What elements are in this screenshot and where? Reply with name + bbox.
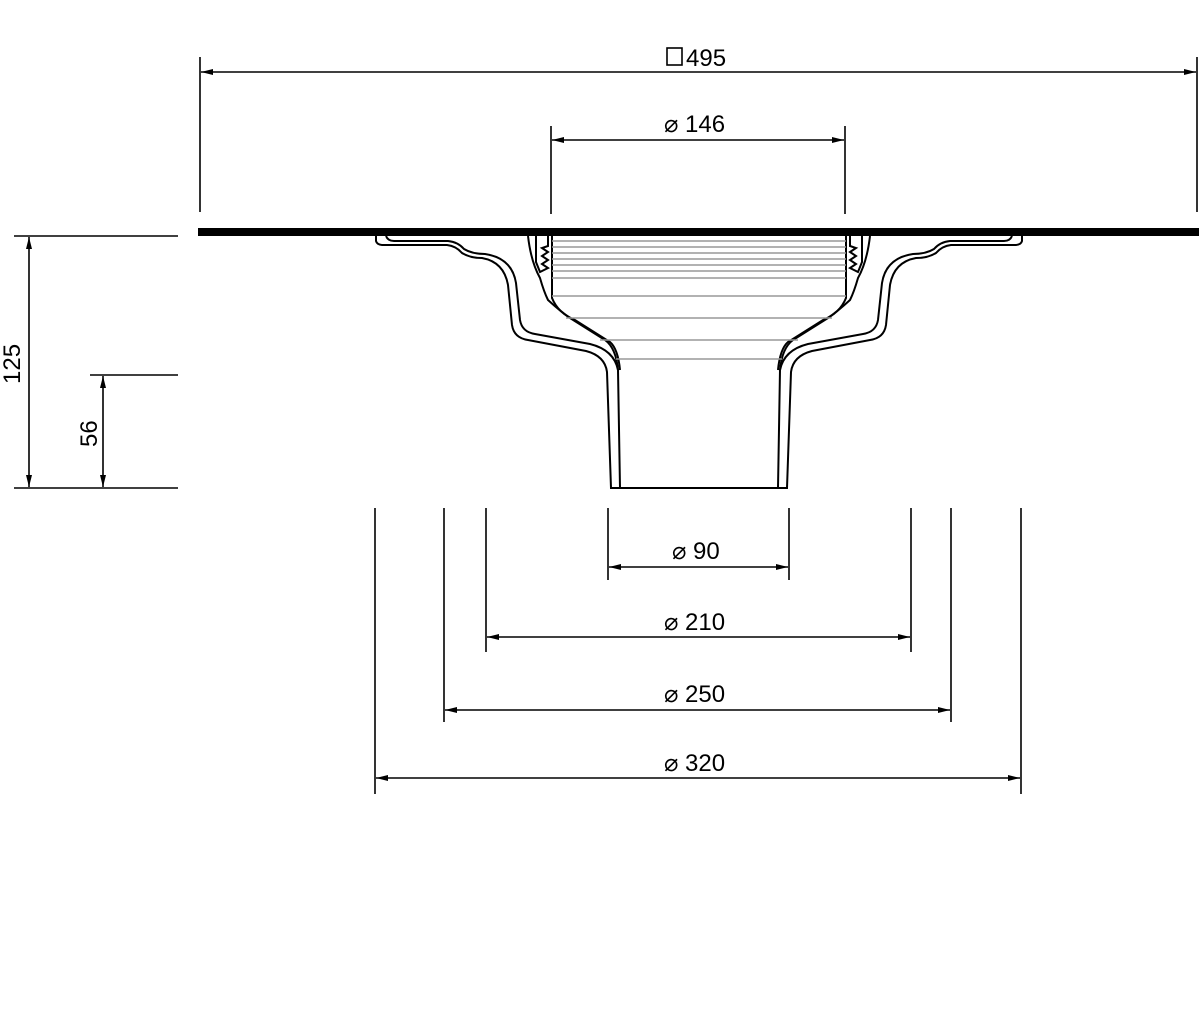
dimension-diameter-320: ⌀ 320	[374, 508, 1022, 794]
dimension-label-495: 495	[686, 45, 726, 72]
throat-wall-left	[527, 235, 619, 371]
dimension-label-125: 125	[0, 344, 26, 384]
dimension-label-320: 320	[685, 750, 725, 777]
dimension-height-56: 56	[76, 374, 178, 487]
surface-shading	[552, 240, 846, 360]
dimension-height-125: 125	[0, 235, 178, 489]
dimension-label-56: 56	[76, 420, 103, 447]
square-symbol-icon	[666, 47, 683, 66]
inner-profile	[385, 235, 1013, 489]
dimension-diameter-210: ⌀ 210	[485, 508, 912, 652]
flange-plate	[198, 228, 1199, 236]
dimension-diameter-146: ⌀ 146	[550, 111, 846, 214]
drain-body	[198, 228, 1199, 489]
dimension-label-250: 250	[685, 681, 725, 708]
diameter-symbol-icon: ⌀	[664, 681, 678, 708]
diameter-symbol-icon: ⌀	[664, 111, 678, 138]
dimension-diameter-250: ⌀ 250	[443, 508, 952, 722]
dimension-label-90: 90	[693, 538, 720, 565]
thread-ring-left	[535, 233, 550, 274]
dimension-label-146: 146	[685, 111, 725, 138]
diameter-symbol-icon: ⌀	[664, 609, 678, 636]
thread-ring-right	[848, 233, 863, 274]
thread-insert	[551, 236, 847, 371]
throat-wall-right	[779, 235, 871, 371]
dimension-square-495: 495	[199, 45, 1198, 212]
diameter-symbol-icon: ⌀	[664, 750, 678, 777]
dimension-diameter-90: ⌀ 90	[607, 508, 790, 580]
diameter-symbol-icon: ⌀	[672, 538, 686, 565]
dimension-label-210: 210	[685, 609, 725, 636]
outer-profile	[375, 236, 1023, 489]
